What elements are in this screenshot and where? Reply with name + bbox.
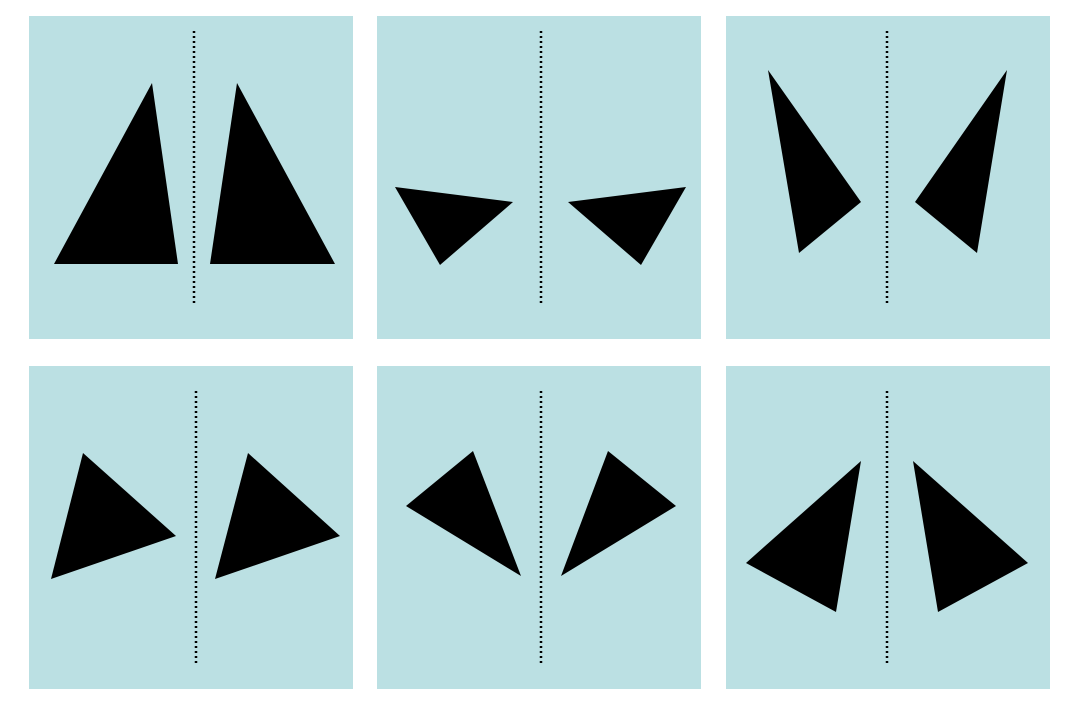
left-triangle xyxy=(406,451,521,576)
panel-1-drawing xyxy=(54,31,335,306)
left-triangle xyxy=(768,70,861,253)
left-triangle xyxy=(54,83,178,264)
left-triangle xyxy=(395,187,513,265)
panel-3-drawing xyxy=(768,31,1007,306)
symmetry-panel-6 xyxy=(726,366,1050,689)
symmetry-panel-2 xyxy=(377,16,701,339)
right-triangle xyxy=(561,451,676,576)
symmetry-panel-1 xyxy=(29,16,353,339)
right-triangle xyxy=(210,83,335,264)
left-triangle xyxy=(746,461,861,612)
panel-6-drawing xyxy=(746,391,1028,666)
right-triangle xyxy=(913,461,1028,612)
panel-5-drawing xyxy=(406,391,676,666)
symmetry-panel-4 xyxy=(29,366,353,689)
symmetry-panel-3 xyxy=(726,16,1050,339)
panel-4-drawing xyxy=(51,391,340,666)
left-triangle xyxy=(51,453,176,579)
right-triangle xyxy=(568,187,686,265)
symmetry-panel-5 xyxy=(377,366,701,689)
right-triangle xyxy=(215,453,340,579)
right-triangle xyxy=(915,70,1007,253)
panel-2-drawing xyxy=(395,31,686,306)
